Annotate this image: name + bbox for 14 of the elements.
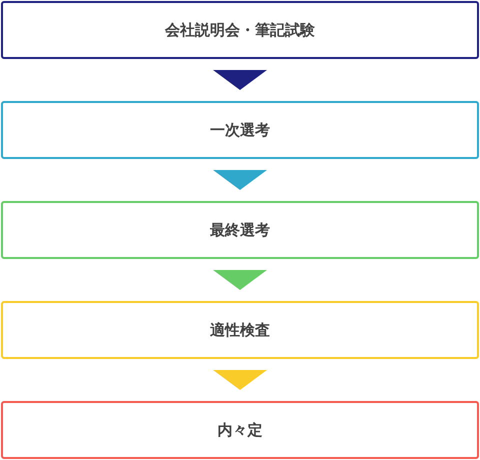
- arrow: [213, 370, 267, 390]
- step-box: [1, 101, 479, 159]
- step-label: 最終選考: [210, 220, 270, 241]
- arrow: [213, 170, 267, 190]
- step-label: 適性検査: [210, 320, 270, 341]
- step-label: 一次選考: [210, 120, 270, 141]
- step-box: [1, 401, 479, 459]
- step-box: [1, 1, 479, 59]
- step-label: 内々定: [218, 420, 262, 441]
- arrow: [213, 70, 267, 90]
- step-label: 会社説明会・筆記試験: [165, 20, 315, 41]
- arrow: [213, 270, 267, 290]
- step-box: [1, 201, 479, 259]
- step-box: [1, 301, 479, 359]
